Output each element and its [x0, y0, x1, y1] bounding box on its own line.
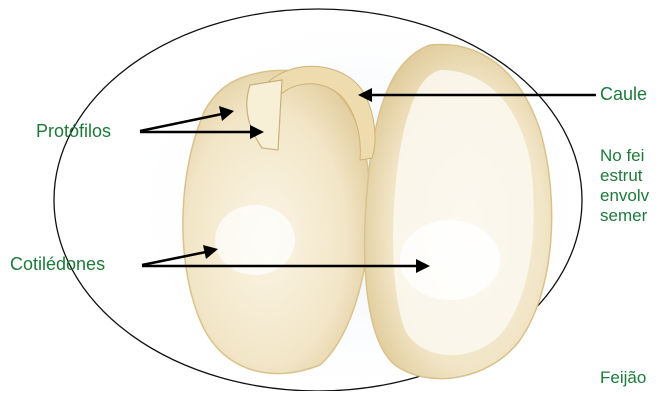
label-protofilos: Protófilos: [36, 121, 111, 141]
left-starch-spot: [215, 205, 295, 275]
label-cotiledones: Cotilédones: [10, 254, 105, 274]
credit-text: Feijão: [600, 368, 664, 388]
caption-text: No fei estrut envolv semer: [600, 146, 664, 226]
right-starch-spot: [400, 220, 500, 300]
label-caule: Caule: [600, 84, 647, 104]
